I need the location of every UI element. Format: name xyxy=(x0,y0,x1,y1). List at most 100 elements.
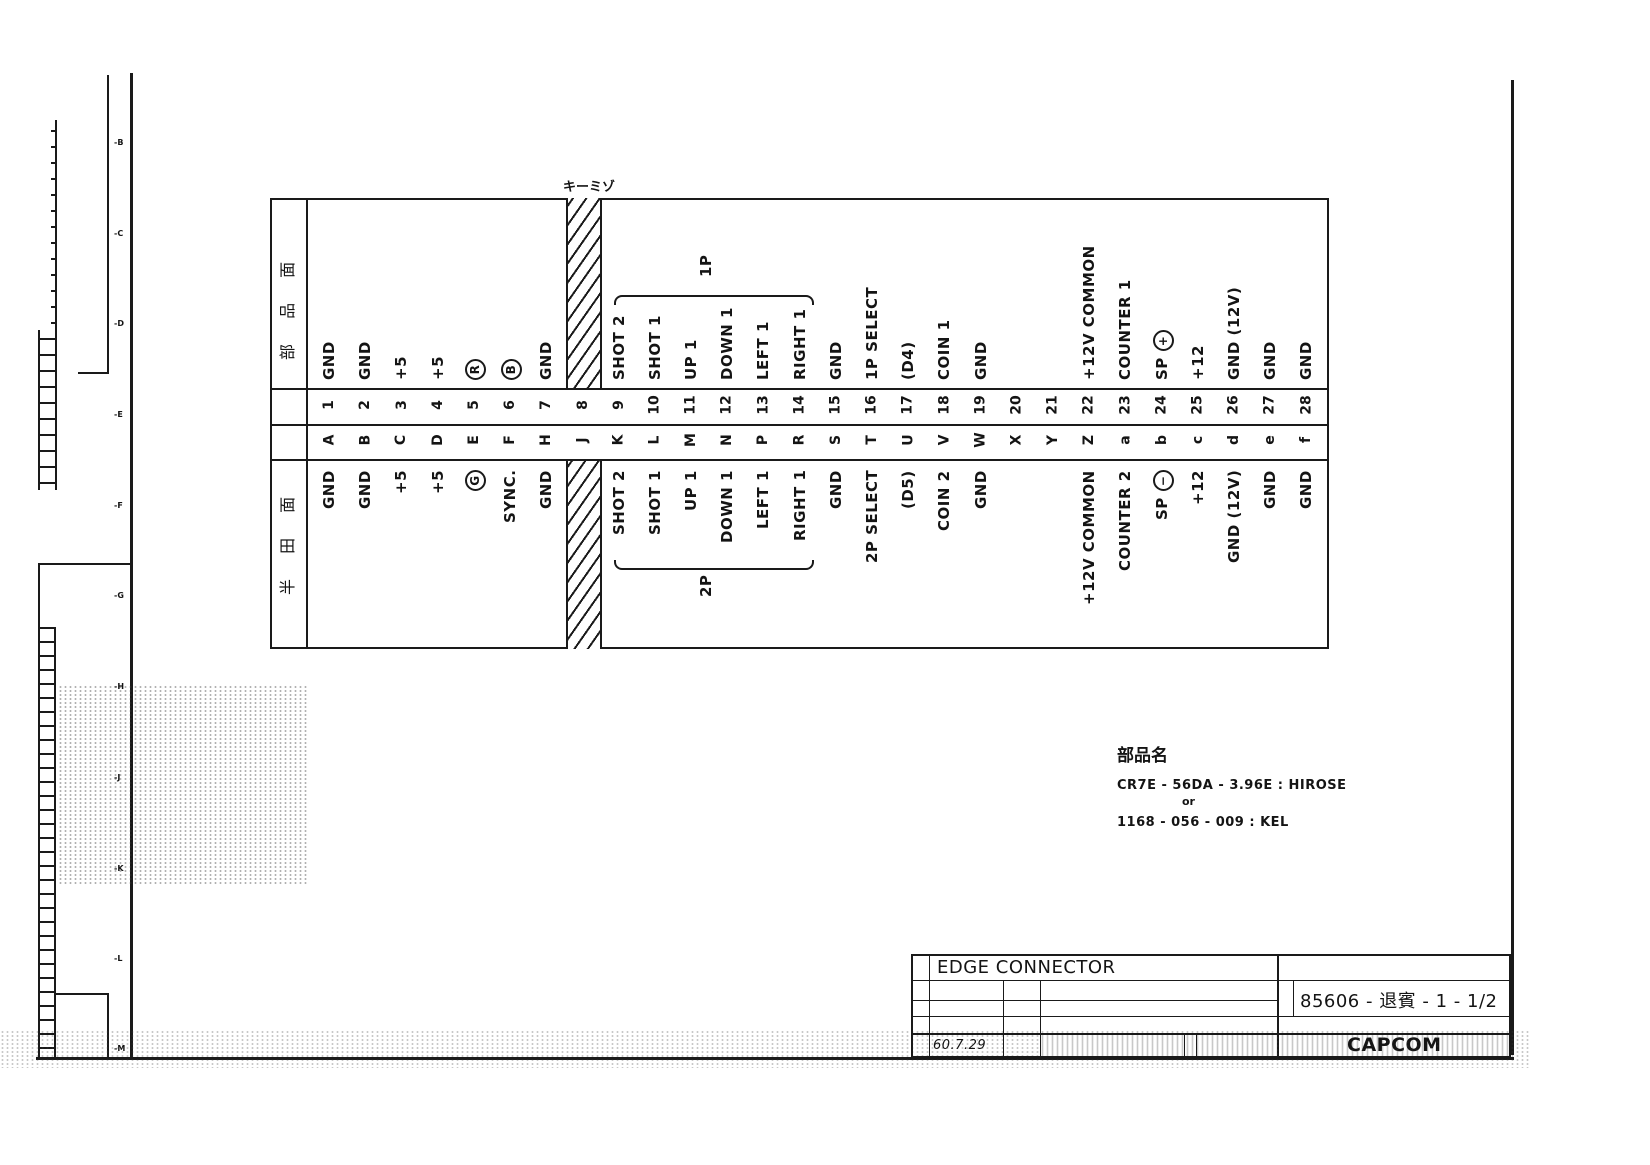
solder-signal-label: +12V COMMON xyxy=(1080,470,1099,605)
solder-signal-label: SYNC. xyxy=(501,470,519,524)
ruler-tick xyxy=(51,194,57,196)
component-signal-label: +5 xyxy=(428,355,447,380)
pin-number: 10 xyxy=(646,395,663,415)
ruler-rail xyxy=(55,120,57,490)
component-side-label: 部 品 面 xyxy=(278,251,297,360)
ruler-tick xyxy=(38,823,55,825)
drawing-date: 60.7.29 xyxy=(933,1038,987,1053)
ruler-tick xyxy=(38,739,55,741)
ruler-tick xyxy=(51,178,57,180)
solder-signal-label: DOWN 1 xyxy=(718,470,737,543)
zone-mark: -M xyxy=(114,1044,126,1053)
keyway-slot-upper xyxy=(566,198,602,388)
scan-noise xyxy=(0,1030,1530,1068)
pin-letter: V xyxy=(936,434,953,446)
solder-side-label: 半 田 面 xyxy=(278,486,297,595)
ruler-tick xyxy=(40,354,57,356)
tb-col-c xyxy=(1040,980,1041,1058)
component-signal-label: GND xyxy=(356,341,375,380)
ruler-tick xyxy=(38,753,55,755)
pin-letter: N xyxy=(719,434,736,446)
tb-col-right xyxy=(1277,954,1279,1058)
pin-letter: Y xyxy=(1044,434,1061,446)
ruler-tick xyxy=(38,767,55,769)
pin-number: 27 xyxy=(1262,395,1279,415)
pin-number: 6 xyxy=(502,400,518,410)
solder-signal-label: SHOT 1 xyxy=(645,470,664,535)
component-signal-label: GND xyxy=(826,341,845,380)
left-bracket-line xyxy=(107,75,109,373)
title-block-outer xyxy=(911,954,1511,1058)
ruler-tick xyxy=(38,697,55,699)
pin-number: 3 xyxy=(393,400,410,410)
pin-letter: U xyxy=(900,434,917,446)
solder-signal-label: GND xyxy=(320,470,338,509)
pin-letter: d xyxy=(1226,434,1242,446)
pin-number: 5 xyxy=(465,400,482,410)
pin-number: 28 xyxy=(1298,395,1315,415)
title-block-noise xyxy=(1040,1036,1510,1056)
ruler-tick xyxy=(51,322,57,324)
component-signal-label: 1P SELECT xyxy=(863,286,881,380)
pin-letter: f xyxy=(1298,436,1315,444)
component-signal-label: SHOT 1 xyxy=(645,315,664,380)
component-signal-label: GND xyxy=(1261,341,1280,380)
tb-col-num xyxy=(1293,980,1294,1016)
edge-connector-pinout-table xyxy=(270,198,1329,649)
part-name-heading: 部品名 xyxy=(1117,746,1168,766)
side-label-divider xyxy=(306,198,308,649)
pin-letter: K xyxy=(610,434,627,446)
company-name: CAPCOM xyxy=(1347,1034,1442,1056)
ruler-rail-outer xyxy=(38,330,40,490)
solder-signal-label: GND (12V) xyxy=(1225,470,1243,564)
drawing-number: 85606 - 退賓 - 1 - 1/2 xyxy=(1300,991,1498,1012)
circled-r-icon: R xyxy=(464,359,486,380)
component-signal-label: DOWN 1 xyxy=(718,307,737,380)
component-signal-label: SHOT 2 xyxy=(609,315,628,380)
pin-number: 19 xyxy=(972,395,989,415)
ruler-tick xyxy=(38,977,55,979)
solder-signal-label: GND xyxy=(356,470,375,509)
pin-number: 15 xyxy=(827,395,844,415)
solder-signal-label: GND xyxy=(826,470,845,509)
lower-bracket-top xyxy=(54,993,108,995)
ruler-divider xyxy=(38,563,132,565)
component-signal-label: GND xyxy=(320,341,338,380)
solder-signal-label: GND xyxy=(1297,470,1316,509)
pin-number: 13 xyxy=(755,395,772,415)
solder-signal-label: SP − xyxy=(1152,470,1174,520)
part-number-kel: 1168 - 056 - 009 : KEL xyxy=(1117,815,1289,830)
solder-signal-label: GND xyxy=(1261,470,1280,509)
ruler-tick xyxy=(40,482,57,484)
ruler-tick xyxy=(38,809,55,811)
pin-number: 8 xyxy=(574,400,591,410)
bottom-border-line xyxy=(36,1057,1514,1060)
circled-g-icon: G xyxy=(464,470,486,491)
component-signal-label: GND xyxy=(971,341,990,380)
ruler-tick xyxy=(38,627,55,629)
ruler-tick xyxy=(38,711,55,713)
circled-plus-icon: + xyxy=(1152,330,1174,352)
pin-number: 4 xyxy=(429,400,446,410)
pin-letter: Z xyxy=(1081,434,1098,446)
pin-number: 17 xyxy=(900,395,917,415)
ruler-tick xyxy=(38,795,55,797)
ruler-tick xyxy=(51,162,57,164)
pin-letter: H xyxy=(538,434,555,446)
ruler-tick xyxy=(40,338,57,340)
ruler-tick xyxy=(38,865,55,867)
ruler-tick xyxy=(51,242,57,244)
pin-number: 12 xyxy=(719,395,736,415)
pin-number: 7 xyxy=(538,400,555,410)
tb-row-4 xyxy=(911,1033,1511,1035)
circled-minus-icon: − xyxy=(1152,470,1174,491)
ruler-tick xyxy=(40,418,57,420)
pin-number: 25 xyxy=(1189,395,1206,415)
ruler-tick xyxy=(51,258,57,260)
solder-signal-label: G xyxy=(464,470,486,491)
ruler-tick xyxy=(38,893,55,895)
pin-letter: L xyxy=(646,435,663,445)
pin-letter: S xyxy=(827,434,844,446)
ruler-tick xyxy=(40,450,57,452)
right-border-line xyxy=(1511,80,1514,1055)
